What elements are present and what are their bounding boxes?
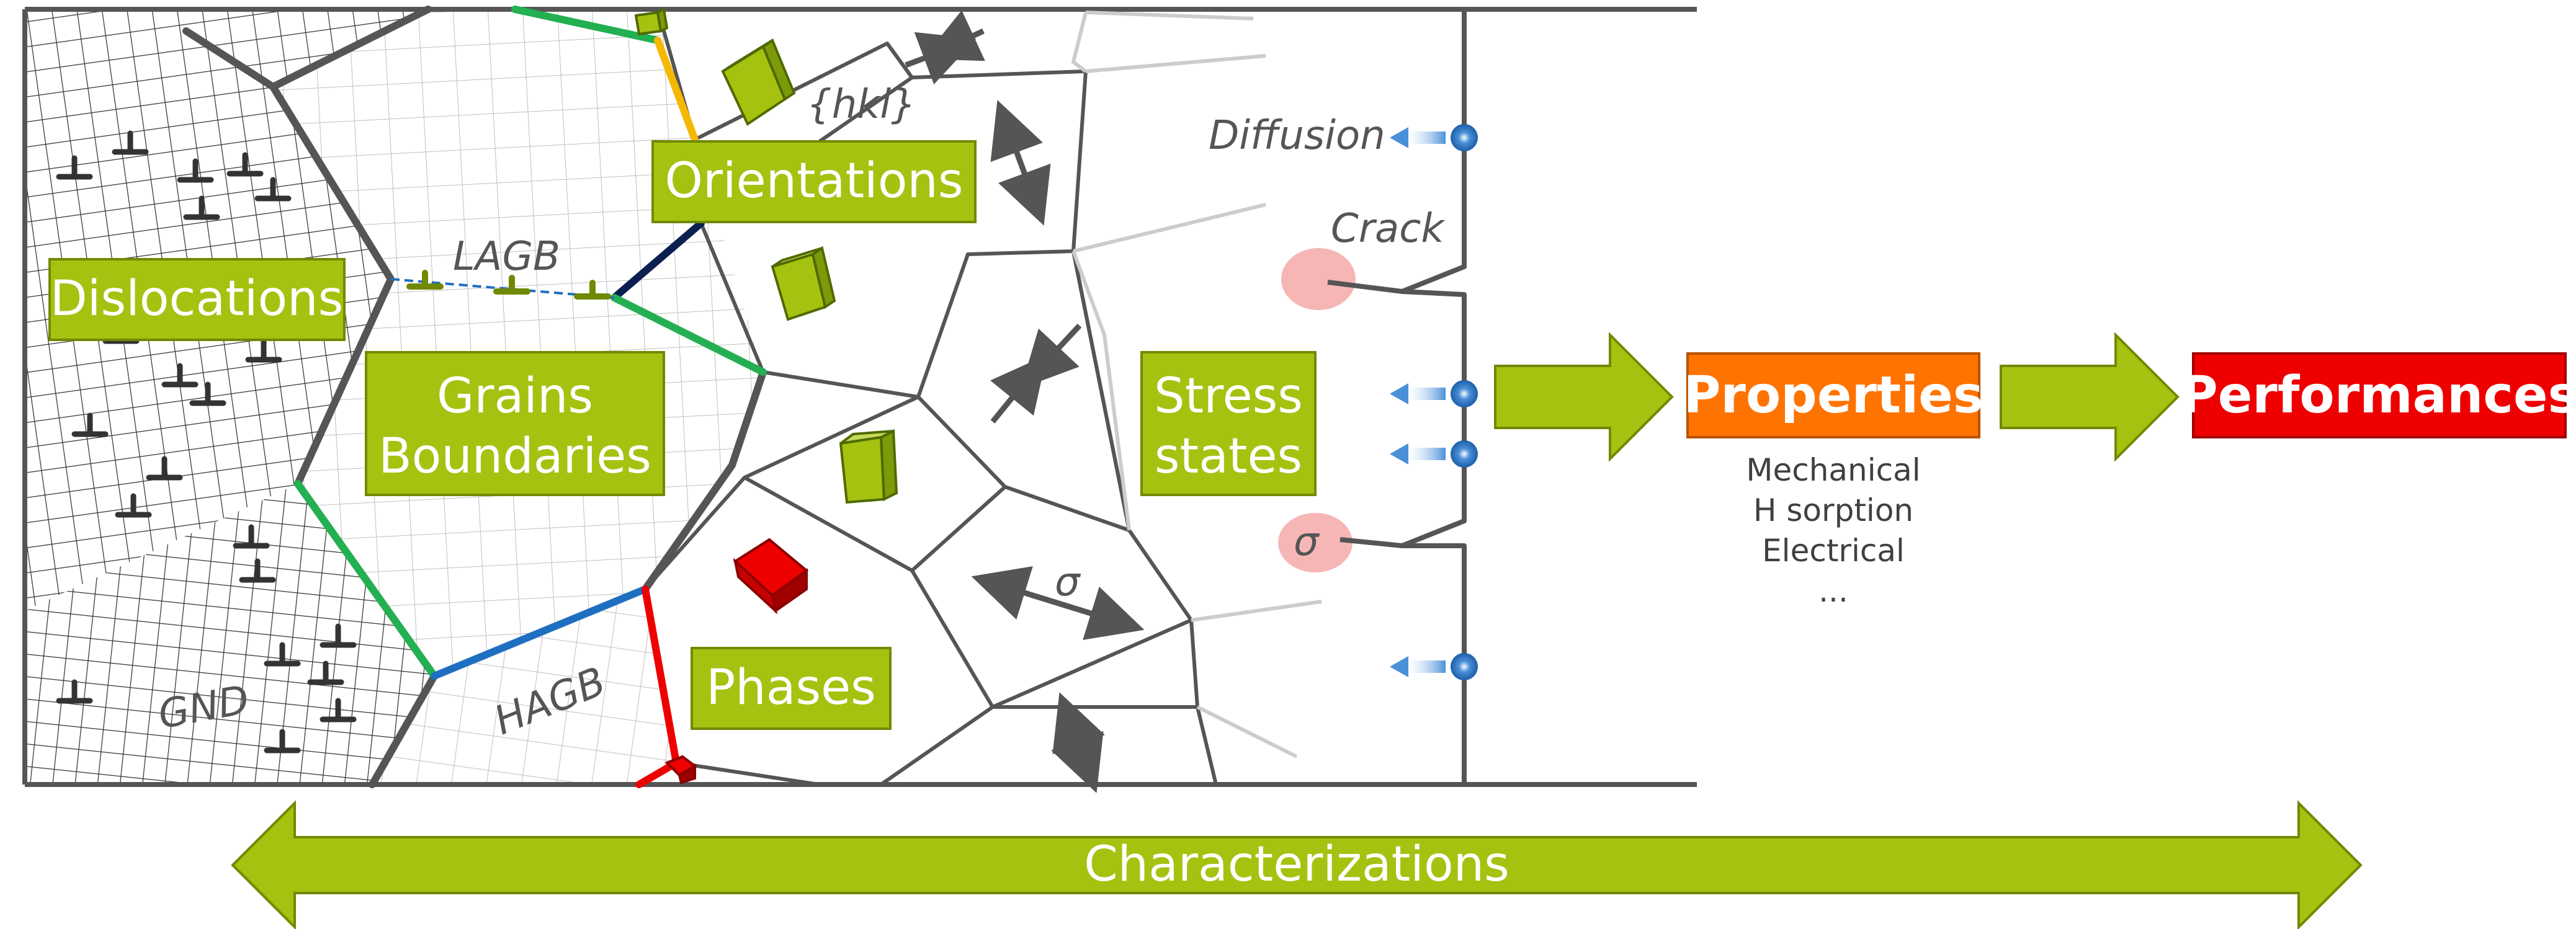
flow-arrow-1 <box>1494 332 1674 462</box>
crack-annotation: Crack <box>1331 206 1446 252</box>
cube-grain-2 <box>771 246 836 321</box>
phase-cube-large <box>733 538 809 615</box>
orientation-cubes <box>634 7 898 504</box>
diffusion-annotation: Diffusion <box>1209 113 1385 159</box>
grain-boundary-lines-thin <box>643 7 1218 786</box>
phases-box: Phases <box>691 647 892 730</box>
diffusion-arrows <box>1390 124 1478 680</box>
stress-pit-marker <box>1278 513 1353 572</box>
phases-label: Phases <box>706 660 876 716</box>
lagb-annotation: LAGB <box>453 234 560 280</box>
cube-hkl <box>721 38 796 126</box>
performances-label: Performances <box>2181 366 2576 425</box>
stress-arrows <box>905 10 1145 793</box>
property-item: ... <box>1818 573 1848 609</box>
dislocations-label: Dislocations <box>50 271 344 327</box>
hkl-annotation: {hkl} <box>807 82 916 128</box>
dislocation-grain-bottom <box>25 484 434 785</box>
grain-fill-group <box>25 9 763 785</box>
characterizations-label: Characterizations <box>1084 837 1509 892</box>
green-boundary <box>610 294 767 376</box>
phase-cubes <box>664 538 809 785</box>
grains-boundaries-box: Grains Boundaries <box>365 351 665 496</box>
crack-line <box>1327 280 1403 294</box>
yellow-boundary <box>654 37 699 143</box>
lagb-boundary <box>511 6 661 44</box>
phase-cube-small <box>664 755 697 785</box>
orientations-label: Orientations <box>665 153 964 209</box>
grain-boundary-lines-faint <box>1071 11 1322 758</box>
property-item: H sorption <box>1753 492 1913 528</box>
sigma-pit-annotation: σ <box>1294 519 1320 565</box>
grain-boundaries-grain-bottom <box>372 589 676 785</box>
cube-top-small <box>634 7 669 36</box>
property-item: Electrical <box>1762 533 1905 569</box>
grains-label-line2: Boundaries <box>378 429 651 484</box>
grain-boundary-lines <box>182 6 767 788</box>
flow-arrow-2 <box>2000 332 2180 462</box>
stress-label-line1: Stress <box>1154 368 1303 424</box>
lagb-dislocation-wall <box>390 270 615 300</box>
properties-list: Mechanical H sorption Electrical ... <box>1746 452 1920 609</box>
specimen-frame <box>22 7 1697 787</box>
stress-pit-line <box>1339 537 1403 548</box>
grain-boundaries-grain <box>273 9 763 676</box>
surface-edge <box>1400 9 1467 785</box>
stress-states-box: Stress states <box>1140 351 1317 496</box>
sigma-grain-annotation: σ <box>1055 559 1081 605</box>
navy-boundary <box>610 220 705 301</box>
dislocations-box: Dislocations <box>48 258 346 341</box>
cube-grain-3 <box>839 429 898 504</box>
characterizations-arrow <box>231 800 2363 929</box>
hagb-boundary <box>431 585 649 680</box>
green-boundary-lower <box>294 480 438 680</box>
property-item: Mechanical <box>1746 452 1920 488</box>
properties-label: Properties <box>1683 366 1983 425</box>
properties-box: Properties <box>1683 352 1983 438</box>
stress-label-line2: states <box>1155 429 1302 484</box>
performances-box: Performances <box>2181 352 2576 438</box>
grains-label-line1: Grains <box>437 368 593 424</box>
orientations-box: Orientations <box>651 140 977 223</box>
crack-marker <box>1281 248 1356 310</box>
